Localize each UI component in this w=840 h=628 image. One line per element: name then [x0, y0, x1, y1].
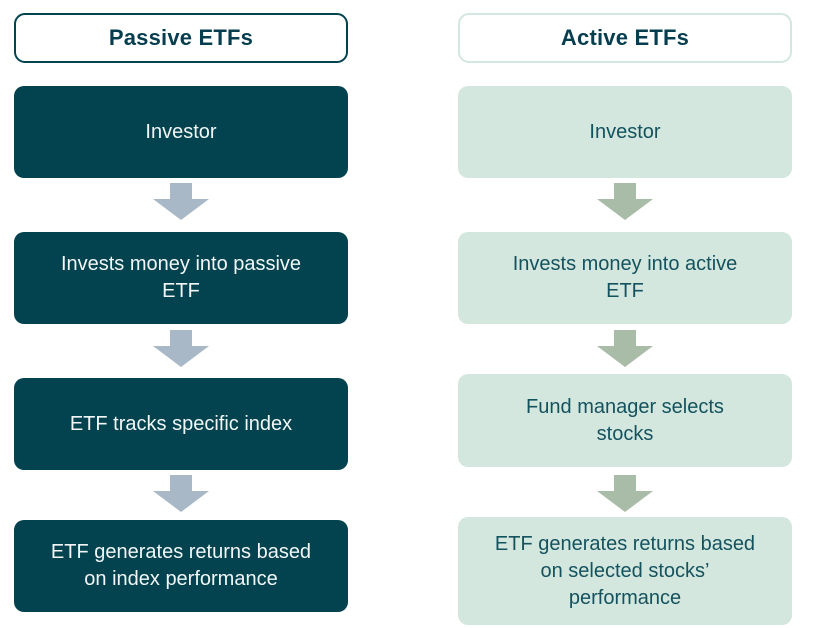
active-step-generates-returns: ETF generates returns based on selected … [458, 517, 792, 625]
passive-step-tracks-index: ETF tracks specific index [14, 378, 348, 470]
down-arrow-icon [597, 330, 653, 367]
active-step-investor: Investor [458, 86, 792, 178]
passive-step-generates-returns: ETF generates returns based on index per… [14, 520, 348, 612]
passive-etf-header-label: Passive ETFs [108, 25, 254, 50]
active-step-generates-returns-label: ETF generates returns based on selected … [494, 532, 756, 609]
down-arrow-icon [153, 330, 209, 367]
active-step-fund-manager-label: Fund manager selects stocks [526, 395, 724, 445]
passive-step-investor-label: Investor [145, 120, 217, 143]
down-arrow-icon [597, 183, 653, 220]
active-step-fund-manager: Fund manager selects stocks [458, 374, 792, 467]
passive-step-invests-money-label: Invests money into passive ETF [60, 253, 302, 302]
active-step-invests-money: Invests money into active ETF [458, 232, 792, 324]
passive-etf-column: Passive ETFs Investor Invests money into… [14, 0, 348, 628]
active-step-investor-label: Investor [589, 120, 661, 143]
passive-step-invests-money: Invests money into passive ETF [14, 232, 348, 324]
passive-step-investor: Investor [14, 86, 348, 178]
passive-step-generates-returns-label: ETF generates returns based on index per… [50, 541, 312, 590]
active-etf-header: Active ETFs [458, 13, 792, 63]
down-arrow-icon [153, 183, 209, 220]
active-etf-column: Active ETFs Investor Invests money into … [458, 0, 792, 628]
active-etf-header-label: Active ETFs [560, 25, 690, 50]
active-step-invests-money-label: Invests money into active ETF [512, 253, 738, 302]
down-arrow-icon [153, 475, 209, 512]
passive-step-tracks-index-label: ETF tracks specific index [69, 412, 293, 435]
down-arrow-icon [597, 475, 653, 512]
passive-etf-header: Passive ETFs [14, 13, 348, 63]
